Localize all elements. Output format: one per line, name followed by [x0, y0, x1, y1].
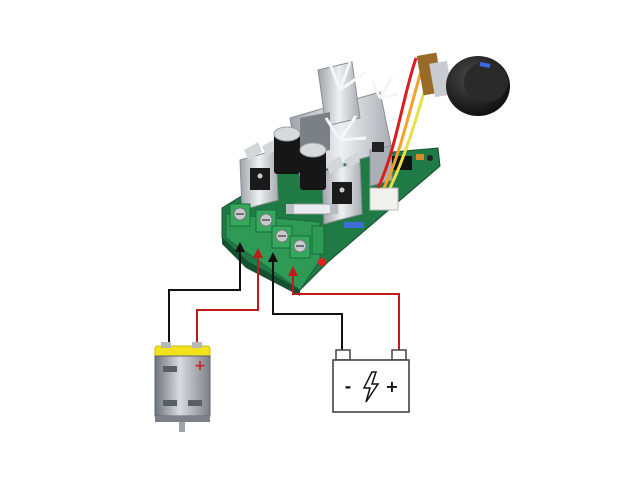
battery-positive-label: + [385, 377, 398, 396]
terminal-screw [255, 209, 277, 233]
motor-positive-wire [196, 254, 259, 352]
battery-positive-wire [292, 272, 400, 352]
battery-negative-wire [272, 258, 343, 352]
right-heatsink [321, 152, 363, 225]
dc-motor: + [154, 342, 211, 432]
battery: - + [332, 349, 410, 413]
pwm-controller-board [221, 52, 510, 296]
pot-connector [369, 187, 399, 211]
potentiometer-knob [416, 52, 510, 116]
arrow-icon [253, 248, 263, 258]
arrow-icon [268, 252, 278, 262]
left-heatsink [239, 140, 279, 211]
arrow-icon [235, 242, 245, 252]
terminal-screw [271, 225, 293, 249]
terminal-screw [289, 235, 311, 259]
terminal-screw [229, 203, 251, 227]
motor-negative-wire [168, 248, 241, 344]
battery-negative-label: - [345, 377, 352, 396]
arrow-icon [288, 266, 298, 276]
capacitors [273, 126, 327, 190]
fuse [286, 203, 338, 215]
lightning-icon [362, 371, 380, 403]
red-led [318, 258, 326, 266]
motor-positive-label: + [194, 358, 206, 374]
wiring [168, 242, 400, 352]
